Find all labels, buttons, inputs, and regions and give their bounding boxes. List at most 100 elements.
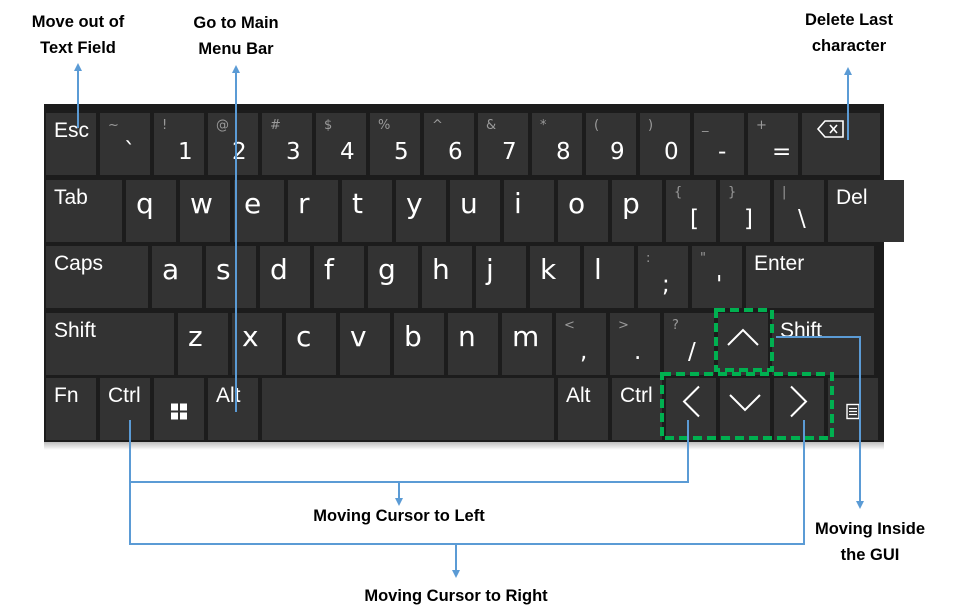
- key-label: o: [568, 187, 586, 220]
- key-quote[interactable]: "': [692, 246, 742, 308]
- key-3[interactable]: #3: [262, 113, 312, 175]
- key-backtick[interactable]: ~`: [100, 113, 150, 175]
- backspace-icon: [816, 119, 846, 144]
- key-l[interactable]: l: [584, 246, 634, 308]
- key-label: Caps: [54, 252, 104, 275]
- key-s[interactable]: s: [206, 246, 256, 308]
- key-enter[interactable]: Enter: [746, 246, 874, 308]
- key-slash[interactable]: ?/: [664, 313, 714, 375]
- key-k[interactable]: k: [530, 246, 580, 308]
- key-fn[interactable]: Fn: [46, 378, 96, 440]
- key-esc[interactable]: Esc: [46, 113, 96, 175]
- key-shift-label: (: [594, 118, 600, 133]
- key-arrow-left[interactable]: [666, 378, 716, 440]
- key-0[interactable]: )0: [640, 113, 690, 175]
- key-q[interactable]: q: [126, 180, 176, 242]
- key-7[interactable]: &7: [478, 113, 528, 175]
- key-b[interactable]: b: [394, 313, 444, 375]
- key-shift-label: &: [486, 118, 497, 133]
- key-1[interactable]: !1: [154, 113, 204, 175]
- key-ctrl[interactable]: Ctrl: [612, 378, 662, 440]
- key-shift[interactable]: Shift: [772, 313, 874, 375]
- key-4[interactable]: $4: [316, 113, 366, 175]
- key-open-bracket[interactable]: {[: [666, 180, 716, 242]
- key-8[interactable]: *8: [532, 113, 582, 175]
- key-label: p: [622, 187, 640, 220]
- key-f[interactable]: f: [314, 246, 364, 308]
- key-g[interactable]: g: [368, 246, 418, 308]
- key-label: f: [324, 253, 334, 286]
- key-9[interactable]: (9: [586, 113, 636, 175]
- key-label: h: [432, 253, 450, 286]
- key-r[interactable]: r: [288, 180, 338, 242]
- key-a[interactable]: a: [152, 246, 202, 308]
- key-z[interactable]: z: [178, 313, 228, 375]
- key-label: v: [350, 320, 367, 353]
- key-equals[interactable]: +=: [748, 113, 798, 175]
- key-menu[interactable]: [828, 378, 878, 440]
- key-arrow-up[interactable]: [718, 313, 768, 375]
- key-del[interactable]: Del: [828, 180, 904, 242]
- key-label: q: [136, 187, 154, 220]
- key-alt[interactable]: Alt: [208, 378, 258, 440]
- key-y[interactable]: y: [396, 180, 446, 242]
- key-d[interactable]: d: [260, 246, 310, 308]
- key-o[interactable]: o: [558, 180, 608, 242]
- key-label: `: [124, 139, 136, 165]
- key-shift-label: #: [270, 118, 281, 133]
- key-shift[interactable]: Shift: [46, 313, 174, 375]
- key-label: 0: [664, 139, 679, 165]
- key-label: 3: [286, 139, 301, 165]
- key-n[interactable]: n: [448, 313, 498, 375]
- key-label: Alt: [216, 384, 241, 407]
- key-label: e: [244, 187, 262, 220]
- key-label: ]: [744, 206, 753, 232]
- key-label: Fn: [54, 384, 79, 407]
- key-windows-logo[interactable]: [154, 378, 204, 440]
- key-close-bracket[interactable]: }]: [720, 180, 770, 242]
- key-label: y: [406, 187, 423, 220]
- key-i[interactable]: i: [504, 180, 554, 242]
- key-shift-label: ?: [672, 318, 679, 333]
- key-label: s: [216, 253, 231, 286]
- key-v[interactable]: v: [340, 313, 390, 375]
- key-label: Alt: [566, 384, 591, 407]
- key-5[interactable]: %5: [370, 113, 420, 175]
- key-u[interactable]: u: [450, 180, 500, 242]
- key-p[interactable]: p: [612, 180, 662, 242]
- key-arrow-right[interactable]: [774, 378, 824, 440]
- key-h[interactable]: h: [422, 246, 472, 308]
- key-comma[interactable]: <,: [556, 313, 606, 375]
- annotation-delete-last: Delete Last character: [804, 11, 894, 55]
- key-t[interactable]: t: [342, 180, 392, 242]
- arrow-down-icon: [728, 392, 762, 417]
- key-arrow-down[interactable]: [720, 378, 770, 440]
- highlight-box-up: [714, 308, 774, 372]
- key-backslash[interactable]: |\: [774, 180, 824, 242]
- key-period[interactable]: >.: [610, 313, 660, 375]
- key-e[interactable]: e: [234, 180, 284, 242]
- key-minus[interactable]: _-: [694, 113, 744, 175]
- key-caps[interactable]: Caps: [46, 246, 148, 308]
- key-x[interactable]: x: [232, 313, 282, 375]
- key-m[interactable]: m: [502, 313, 552, 375]
- key-c[interactable]: c: [286, 313, 336, 375]
- key-label: n: [458, 320, 476, 353]
- key-label: /: [688, 339, 696, 365]
- key-j[interactable]: j: [476, 246, 526, 308]
- key-6[interactable]: ^6: [424, 113, 474, 175]
- key-label: g: [378, 253, 396, 286]
- key-space[interactable]: [262, 378, 554, 440]
- key-label: 9: [610, 139, 625, 165]
- key-tab[interactable]: Tab: [46, 180, 122, 242]
- key-shift-label: %: [378, 118, 391, 133]
- key-backspace[interactable]: [802, 113, 880, 175]
- key-shift-label: <: [564, 318, 575, 333]
- key-alt[interactable]: Alt: [558, 378, 608, 440]
- key-w[interactable]: w: [180, 180, 230, 242]
- key-shift-label: _: [702, 118, 709, 133]
- key-ctrl[interactable]: Ctrl: [100, 378, 150, 440]
- arrow-right-icon: [789, 385, 809, 424]
- key-semicolon[interactable]: :;: [638, 246, 688, 308]
